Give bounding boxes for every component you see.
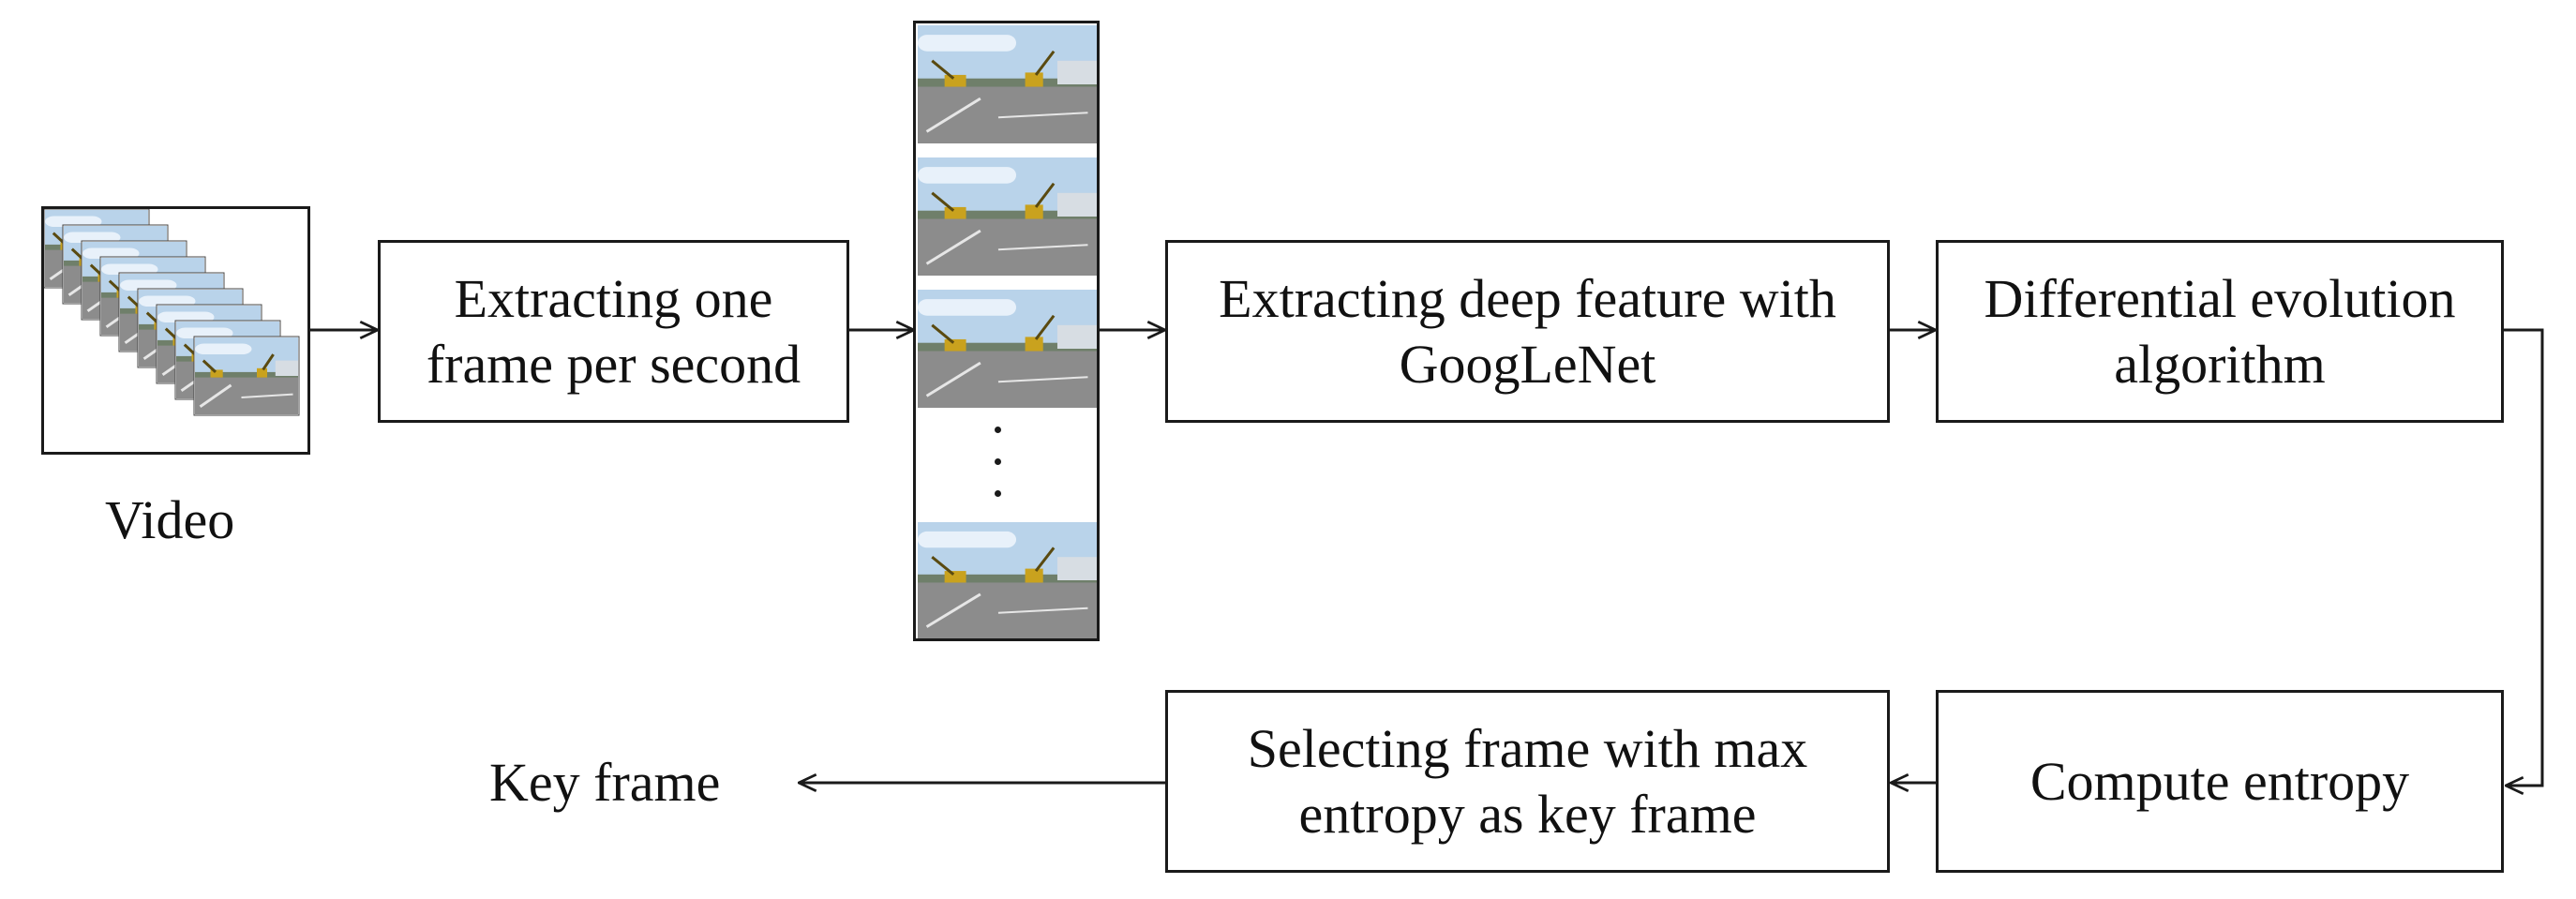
select-frame-text: Selecting frame with max entropy as key …	[1247, 717, 1808, 845]
frame-strip	[913, 21, 1100, 641]
key-frame-label: Key frame	[489, 752, 721, 813]
deep-feature-text: Extracting deep feature with GoogLeNet	[1219, 267, 1836, 395]
compute-entropy-text: Compute entropy	[2029, 750, 2410, 812]
frame-thumbnail	[918, 290, 1097, 408]
select-frame-box: Selecting frame with max entropy as key …	[1165, 690, 1890, 873]
compute-entropy-box: Compute entropy	[1936, 690, 2504, 873]
video-thumbnail-stack	[41, 206, 310, 455]
ellipsis-dot	[995, 458, 1001, 465]
video-frames-icon	[44, 209, 300, 416]
frame-thumbnail	[918, 522, 1097, 638]
extract-frames-box: Extracting one frame per second	[378, 240, 849, 423]
ellipsis-dot	[995, 490, 1001, 497]
frame-thumbnail	[918, 25, 1097, 143]
diff-evolution-text: Differential evolution algorithm	[1984, 267, 2456, 395]
diff-evolution-box: Differential evolution algorithm	[1936, 240, 2504, 423]
deep-feature-box: Extracting deep feature with GoogLeNet	[1165, 240, 1890, 423]
frame-thumbnail	[918, 157, 1097, 276]
extract-frames-text: Extracting one frame per second	[426, 267, 801, 395]
arrow-diff-evolution-to-entropy	[2503, 328, 2544, 786]
ellipsis-dot	[995, 427, 1001, 433]
video-label: Video	[105, 489, 235, 550]
